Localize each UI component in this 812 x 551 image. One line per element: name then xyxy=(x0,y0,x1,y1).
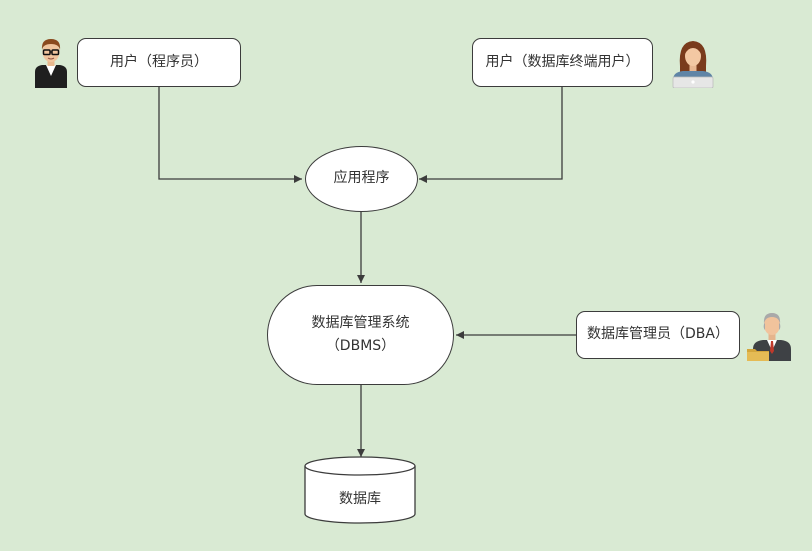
programmer-icon xyxy=(32,36,70,88)
user-programmer-box[interactable]: 用户（程序员） xyxy=(77,38,241,87)
user-end-user-label: 用户（数据库终端用户） xyxy=(485,53,640,70)
dbms-label-line1: 数据库管理系统 xyxy=(311,314,410,331)
application-label: 应用程序 xyxy=(333,170,390,187)
application-node[interactable]: 应用程序 xyxy=(305,146,418,212)
dba-box[interactable]: 数据库管理员（DBA） xyxy=(576,311,740,359)
database-cylinder[interactable] xyxy=(304,456,416,524)
dbms-label: 数据库管理系统 （DBMS） xyxy=(312,312,410,358)
user-end-user-box[interactable]: 用户（数据库终端用户） xyxy=(472,38,653,87)
edge-programmer-to-application xyxy=(158,87,302,183)
database-label-wrap: 数据库 xyxy=(305,478,415,518)
edge-end-user-to-application xyxy=(419,87,563,183)
dbms-node[interactable]: 数据库管理系统 （DBMS） xyxy=(267,285,454,385)
dbms-label-line2: （DBMS） xyxy=(325,338,396,354)
database-label: 数据库 xyxy=(339,491,381,507)
dba-label: 数据库管理员（DBA） xyxy=(587,326,729,343)
administrator-icon xyxy=(745,307,799,361)
female-user-icon xyxy=(667,36,719,88)
user-programmer-label: 用户（程序员） xyxy=(110,53,208,70)
